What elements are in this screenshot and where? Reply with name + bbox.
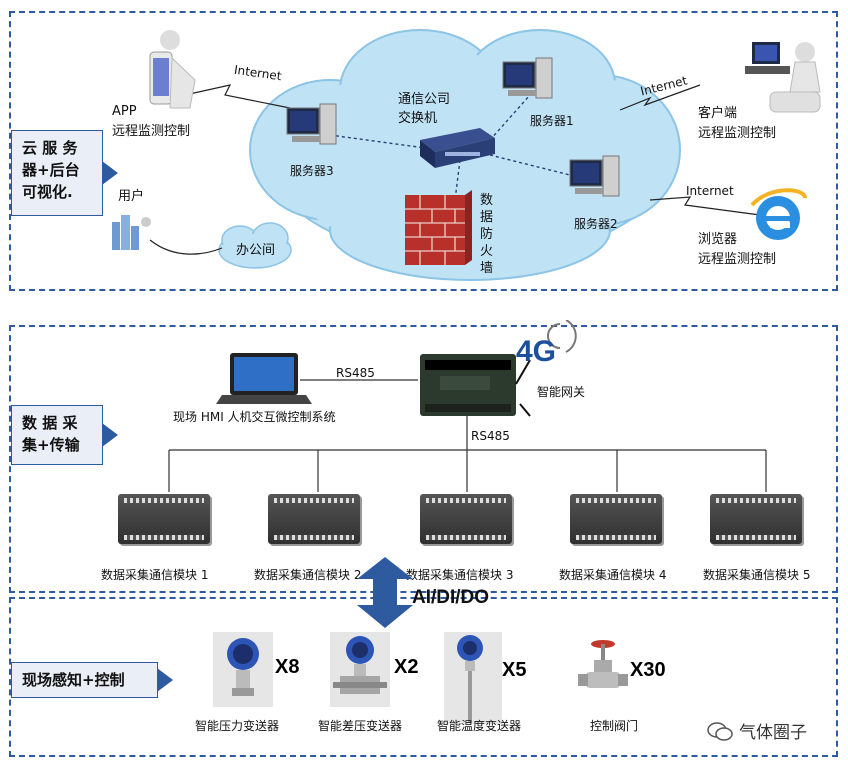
temperature-label: 智能温度变送器 bbox=[437, 719, 522, 733]
browser-e-icon bbox=[750, 188, 807, 240]
control-valve-icon bbox=[578, 640, 628, 688]
gateway-icon bbox=[420, 354, 531, 417]
module-4-label: 数据采集通信模块 4 bbox=[559, 568, 667, 582]
module-1-label: 数据采集通信模块 1 bbox=[101, 568, 209, 582]
gateway-label: 智能网关 bbox=[537, 385, 586, 399]
firewall-label-text: 数据防火墙 bbox=[480, 193, 494, 276]
cloud-tier-label: 云 服 务 器+后台 可视化. bbox=[11, 130, 118, 216]
pressure-count: X8 bbox=[275, 656, 300, 678]
phone-user-icon bbox=[149, 30, 196, 109]
office-label: 办公间 bbox=[236, 243, 276, 258]
module-1-icon bbox=[118, 494, 210, 544]
cloud-tier-line-3: 可视化. bbox=[22, 183, 73, 201]
hmi-label: 现场 HMI 人机交互微控制系统 bbox=[173, 410, 336, 424]
valve-label: 控制阀门 bbox=[590, 719, 639, 733]
acquisition-tier-line-2: 集+传输 bbox=[22, 436, 80, 454]
pressure-label: 智能压力变送器 bbox=[195, 719, 280, 733]
app-label: APP bbox=[112, 104, 137, 119]
4g-label: 4G bbox=[516, 335, 557, 368]
wechat-icon bbox=[707, 721, 733, 741]
client-sub-label: 远程监测控制 bbox=[698, 126, 777, 141]
module-5-label: 数据采集通信模块 5 bbox=[703, 568, 811, 582]
app-sub-label: 远程监测控制 bbox=[112, 124, 191, 139]
temperature-count: X5 bbox=[502, 659, 527, 681]
io-label: AI/DI/DO bbox=[412, 587, 490, 608]
acquisition-tier-line-1: 数 据 采 bbox=[22, 414, 78, 432]
cloud-diagram bbox=[112, 29, 821, 281]
field-tier-text: 现场感知+控制 bbox=[22, 671, 125, 689]
module-5-icon bbox=[710, 494, 802, 544]
client-label: 客户端 bbox=[698, 106, 738, 121]
server-3-label: 服务器3 bbox=[290, 164, 334, 178]
module-2-label: 数据采集通信模块 2 bbox=[254, 568, 362, 582]
firewall-icon bbox=[405, 190, 472, 265]
acquisition-tier-label: 数 据 采 集+传输 bbox=[11, 405, 118, 465]
switch-label-2: 交换机 bbox=[398, 111, 438, 126]
watermark-text: 气体圈子 bbox=[739, 723, 807, 743]
server-3-icon bbox=[286, 103, 337, 145]
differential-pressure-transmitter-icon bbox=[330, 632, 390, 707]
valve-count: X30 bbox=[630, 659, 666, 681]
client-computer-icon bbox=[745, 42, 821, 113]
acquisition-tier-frame bbox=[9, 325, 838, 593]
internet-right-bottom-label: Internet bbox=[686, 184, 734, 198]
pressure-transmitter-icon bbox=[213, 632, 273, 707]
browser-sub-label: 远程监测控制 bbox=[698, 252, 777, 267]
field-tier-label: 现场感知+控制 bbox=[11, 662, 173, 698]
switch-label-1: 通信公司 bbox=[398, 92, 451, 107]
module-3-label: 数据采集通信模块 3 bbox=[406, 568, 514, 582]
field-tier-frame bbox=[9, 597, 838, 757]
watermark: 气体圈子 bbox=[707, 718, 807, 743]
double-arrow-icon bbox=[357, 557, 413, 628]
server-1-icon bbox=[502, 57, 553, 99]
browser-label: 浏览器 bbox=[698, 232, 738, 247]
4g-signal-icon bbox=[547, 320, 577, 353]
field-devices bbox=[213, 632, 628, 724]
acquisition-diagram bbox=[168, 320, 767, 492]
temperature-transmitter-icon bbox=[444, 632, 502, 724]
switch-icon bbox=[420, 128, 495, 168]
module-2-icon bbox=[268, 494, 360, 544]
cloud-tier-frame bbox=[9, 11, 838, 291]
laptop-icon bbox=[216, 353, 312, 404]
user-label: 用户 bbox=[118, 189, 145, 204]
differential-pressure-count: X2 bbox=[394, 656, 419, 678]
differential-pressure-label: 智能差压变送器 bbox=[318, 719, 403, 733]
server-1-label: 服务器1 bbox=[530, 114, 574, 128]
rs485-top-label: RS485 bbox=[336, 366, 375, 380]
cloud-tier-line-1: 云 服 务 bbox=[22, 139, 78, 157]
server-2-label: 服务器2 bbox=[574, 217, 618, 231]
user-building-icon bbox=[112, 215, 151, 250]
server-2-icon bbox=[569, 155, 620, 197]
cloud-tier-line-2: 器+后台 bbox=[22, 161, 80, 179]
module-3-icon bbox=[420, 494, 512, 544]
module-4-icon bbox=[570, 494, 662, 544]
rs485-bus-label: RS485 bbox=[471, 429, 510, 443]
firewall-label: 数据防火墙 bbox=[480, 192, 496, 277]
